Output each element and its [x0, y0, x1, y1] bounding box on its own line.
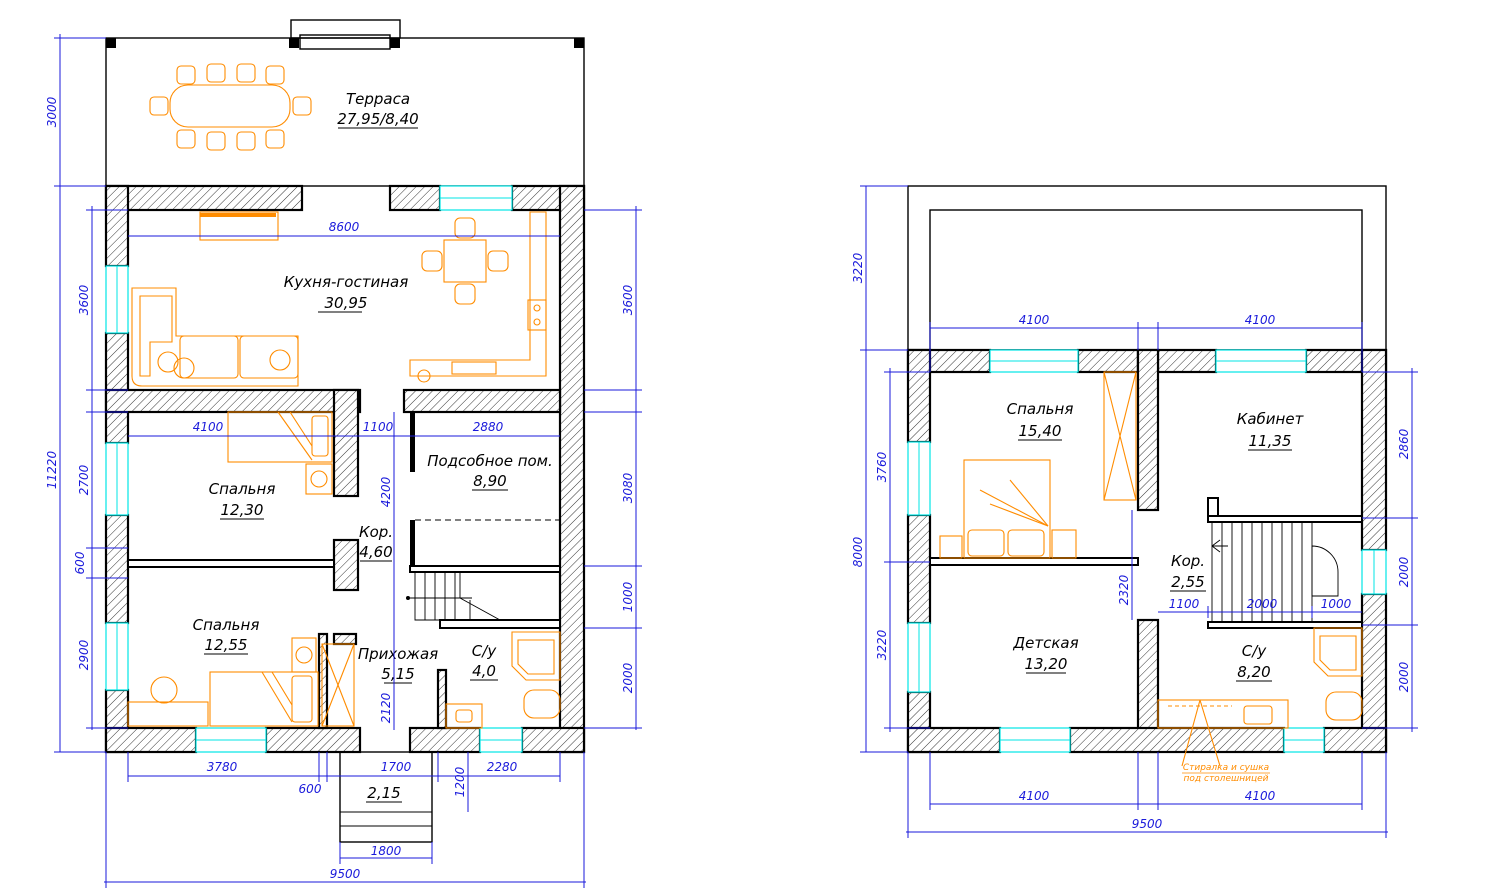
dim-label: 9500 — [330, 867, 361, 881]
upper-floor-plan: Спальня 15,40 Кабинет 11,35 Кор. 2,55 Де… — [851, 185, 1418, 838]
dim-label: 2860 — [1397, 428, 1411, 459]
room-area: 4,0 — [472, 662, 496, 680]
dim-label: 9500 — [1132, 817, 1163, 831]
room-name: Терраса — [346, 90, 410, 108]
dim-label: 3600 — [621, 284, 635, 315]
room-name: Спальня — [1007, 400, 1074, 418]
laundry-note: под столешницей — [1184, 774, 1269, 784]
dim-label: 3080 — [621, 472, 635, 503]
upper-room-labels: Спальня 15,40 Кабинет 11,35 Кор. 2,55 Де… — [1007, 400, 1305, 784]
dim-label: 8000 — [851, 536, 865, 567]
upper-wc-fixtures — [1157, 627, 1363, 767]
porch — [339, 751, 433, 843]
dim-label: 3780 — [207, 760, 238, 774]
dim-label: 4100 — [1019, 313, 1050, 327]
dim-label: 2000 — [1397, 556, 1411, 587]
kitchen-cabinet — [199, 211, 279, 241]
kitchen-table — [421, 217, 509, 305]
upper-windows — [907, 349, 1387, 753]
dim-label: 3000 — [45, 96, 59, 127]
dim-label: 4100 — [1019, 789, 1050, 803]
room-area: 2,55 — [1171, 573, 1204, 591]
dim-label: 4100 — [1245, 789, 1276, 803]
dim-label: 2880 — [473, 420, 504, 434]
upper-stairs — [1211, 521, 1339, 623]
dim-label: 4100 — [193, 420, 224, 434]
kitchen-counter — [409, 211, 547, 383]
room-name: Спальня — [209, 480, 276, 498]
room-name: Спальня — [193, 616, 260, 634]
room-name: Кабинет — [1237, 410, 1305, 428]
ground-furniture — [127, 211, 561, 729]
room-name: Кор. — [359, 523, 393, 541]
dim-label: 1800 — [371, 844, 402, 858]
room-name: С/у — [1242, 642, 1268, 660]
ground-stairs — [406, 571, 501, 621]
room-name: Прихожая — [358, 645, 438, 663]
room-area: 12,55 — [205, 636, 248, 654]
dim-label: 2000 — [1397, 661, 1411, 692]
bed-2 — [127, 637, 355, 727]
upper-partitions — [929, 497, 1363, 629]
room-area: 2,15 — [367, 784, 400, 802]
room-area: 13,20 — [1025, 655, 1068, 673]
room-area: 8,90 — [473, 472, 506, 490]
room-name: Кухня-гостиная — [284, 273, 408, 291]
upper-walls — [906, 348, 1388, 754]
ground-partitions — [127, 412, 561, 629]
room-name: Подсобное пом. — [427, 452, 553, 470]
dim-label: 4200 — [379, 476, 393, 507]
room-area: 8,20 — [1237, 663, 1270, 681]
dim-label: 3220 — [851, 252, 865, 283]
room-name: Кор. — [1171, 552, 1205, 570]
dim-label: 1100 — [1169, 597, 1200, 611]
sofa — [131, 287, 299, 387]
terrace-dining-table — [149, 63, 312, 151]
tv-unit-icon — [200, 213, 276, 217]
dim-label: 2320 — [1117, 574, 1131, 605]
dim-label: 3760 — [875, 451, 889, 482]
dim-label: 3220 — [875, 629, 889, 660]
room-name: Детская — [1012, 634, 1078, 652]
room-area: 5,15 — [381, 665, 414, 683]
dim-label: 2280 — [487, 760, 518, 774]
laundry-note: Стиралка и сушка — [1183, 763, 1269, 773]
dim-label: 1200 — [453, 766, 467, 797]
room-area: 4,60 — [359, 543, 392, 561]
terrace — [105, 19, 585, 187]
dim-label: 11220 — [45, 451, 59, 490]
dim-label: 2000 — [1247, 597, 1278, 611]
dim-label: 1100 — [363, 420, 394, 434]
dim-label: 600 — [299, 782, 322, 796]
dim-label: 2700 — [77, 464, 91, 495]
dim-label: 1700 — [381, 760, 412, 774]
ground-windows — [105, 185, 523, 753]
dim-label: 3600 — [77, 284, 91, 315]
double-bed — [939, 459, 1077, 559]
wc-fixtures — [445, 631, 561, 729]
upper-furniture — [939, 371, 1363, 767]
dim-label: 2900 — [77, 639, 91, 670]
dim-label: 1000 — [1321, 597, 1352, 611]
dim-label: 2120 — [379, 692, 393, 723]
dim-label: 1000 — [621, 581, 635, 612]
dim-label: 8600 — [329, 220, 360, 234]
room-name: С/у — [472, 642, 498, 660]
balcony — [907, 185, 1387, 351]
dim-label: 4100 — [1245, 313, 1276, 327]
room-area: 15,40 — [1019, 422, 1062, 440]
dim-label: 600 — [73, 551, 87, 574]
room-area: 11,35 — [1249, 432, 1292, 450]
dim-label: 2000 — [621, 662, 635, 693]
ground-room-labels: Терраса 27,95/8,40 Кухня-гостиная 30,95 … — [193, 90, 553, 803]
room-area: 27,95/8,40 — [337, 110, 418, 128]
room-area: 12,30 — [221, 501, 264, 519]
room-area: 30,95 — [325, 294, 368, 312]
ground-floor-plan: Терраса 27,95/8,40 Кухня-гостиная 30,95 … — [45, 19, 642, 888]
ground-walls — [104, 184, 586, 754]
upper-dimensions: 3220 8000 3760 3220 4100 4100 2860 2000 … — [851, 185, 1418, 838]
ground-dimensions: 3000 11220 3600 2700 600 2900 8600 3 — [45, 34, 642, 888]
wardrobe — [1103, 371, 1137, 501]
